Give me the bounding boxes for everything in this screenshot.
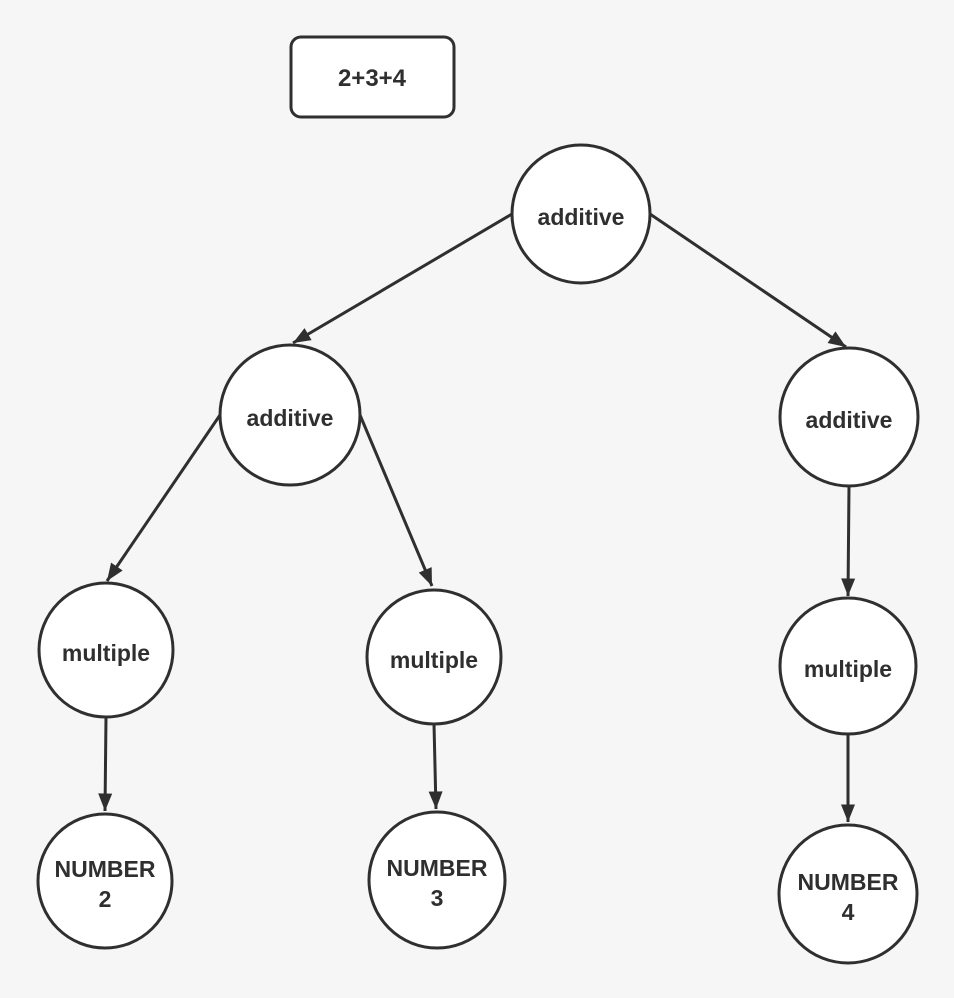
edge-additive-right-to-multiple-right[interactable] — [841, 485, 856, 597]
node-multiple-middle-label: multiple — [390, 647, 478, 673]
node-additive-left[interactable]: additive — [218, 343, 362, 487]
node-root-additive-label: additive — [538, 204, 625, 230]
node-multiple-left[interactable]: multiple — [37, 581, 175, 719]
node-multiple-middle[interactable]: multiple — [365, 588, 503, 726]
edge-multiple-middle-to-number-middle[interactable] — [428, 723, 443, 810]
node-root-additive[interactable]: additive — [510, 143, 652, 285]
node-additive-right-shape[interactable] — [778, 346, 920, 488]
edges-layer — [98, 212, 856, 822]
expression-box-shape[interactable] — [289, 35, 456, 119]
node-multiple-right-label: multiple — [804, 656, 892, 682]
node-number-middle[interactable]: NUMBER 3 — [367, 810, 507, 950]
node-number-right-value: 4 — [842, 899, 855, 925]
edge-multiple-left-to-number-left[interactable] — [98, 716, 113, 812]
edge-root-to-additive-right[interactable] — [649, 212, 847, 349]
node-multiple-left-label: multiple — [62, 640, 150, 666]
node-multiple-right-shape[interactable] — [778, 596, 918, 736]
node-additive-left-label: additive — [247, 405, 334, 431]
node-root-additive-shape[interactable] — [510, 143, 652, 285]
node-number-left[interactable]: NUMBER 2 — [36, 812, 174, 950]
node-number-right-label: NUMBER — [798, 869, 899, 895]
expression-box[interactable]: 2+3+4 — [289, 35, 456, 119]
edge-additive-left-to-multiple-left[interactable] — [105, 414, 222, 582]
node-additive-left-shape[interactable] — [218, 343, 362, 487]
node-additive-right-label: additive — [806, 407, 893, 433]
node-additive-right[interactable]: additive — [778, 346, 920, 488]
node-number-right[interactable]: NUMBER 4 — [777, 823, 919, 965]
node-multiple-left-shape[interactable] — [37, 581, 175, 719]
node-number-left-value: 2 — [99, 886, 112, 912]
node-number-left-shape[interactable] — [36, 812, 174, 950]
node-number-middle-value: 3 — [431, 885, 444, 911]
edge-additive-left-to-multiple-middle[interactable] — [358, 414, 434, 587]
node-multiple-middle-shape[interactable] — [365, 588, 503, 726]
node-multiple-right[interactable]: multiple — [778, 596, 918, 736]
node-number-right-shape[interactable] — [777, 823, 919, 965]
node-number-middle-label: NUMBER — [387, 855, 488, 881]
node-number-left-label: NUMBER — [55, 856, 156, 882]
expression-label: 2+3+4 — [338, 65, 407, 92]
edge-root-to-additive-left[interactable] — [292, 212, 513, 345]
node-number-middle-shape[interactable] — [367, 810, 507, 950]
